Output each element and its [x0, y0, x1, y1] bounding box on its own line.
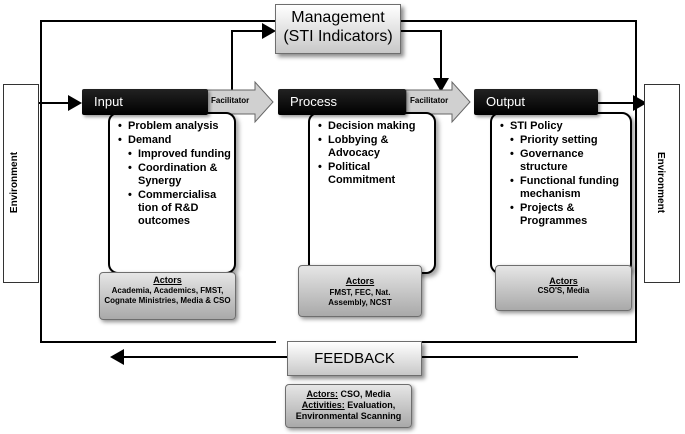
feedback-activities-line: Activities: Evaluation, Environmental Sc… — [286, 400, 411, 422]
environment-left-box: Environment — [3, 84, 39, 283]
facilitator-label-text-2: Facilitator — [410, 96, 449, 105]
output-item: Functional funding mechanism — [510, 175, 630, 201]
input-header: Input — [82, 89, 208, 115]
output-header: Output — [474, 89, 598, 115]
feedback-box: FEEDBACK — [287, 341, 422, 376]
input-to-management-arrow — [231, 23, 276, 94]
feedback-actors-value: CSO, Media — [340, 389, 391, 399]
facilitator-label-2: Facilitator — [406, 90, 456, 114]
input-item: Demand — [118, 134, 234, 147]
output-actors-title: Actors — [549, 276, 578, 286]
output-item: Priority setting — [510, 134, 630, 147]
management-title: Management — [291, 9, 385, 26]
feedback-actors-line: Actors: CSO, Media — [286, 389, 411, 400]
input-actors-title: Actors — [153, 275, 182, 285]
process-item-list: Decision making Lobbying & Advocacy Poli… — [318, 120, 434, 187]
input-actors-box: Actors Academia, Academics, FMST, Cognat… — [99, 272, 236, 320]
management-to-output-arrow — [400, 30, 449, 92]
input-item: Problem analysis — [118, 120, 234, 133]
process-item: Political Commitment — [318, 161, 434, 187]
output-body: STI Policy Priority setting Governance s… — [490, 112, 632, 274]
process-actors-box: Actors FMST, FEC, Nat. Assembly, NCST — [298, 265, 422, 317]
process-body: Decision making Lobbying & Advocacy Poli… — [308, 112, 436, 274]
management-box: Management (STI Indicators) — [275, 4, 401, 54]
process-actors-title: Actors — [345, 276, 375, 286]
environment-right-label: Environment — [655, 151, 667, 214]
process-header-label: Process — [290, 94, 337, 109]
process-item: Decision making — [318, 120, 434, 133]
outer-loop-line — [40, 20, 276, 343]
facilitator-label-text-1: Facilitator — [211, 96, 250, 105]
management-subtitle: (STI Indicators) — [283, 28, 393, 45]
output-item: Governance structure — [510, 148, 630, 174]
outer-loop-line-right — [401, 20, 637, 343]
feedback-actors-box: Actors: CSO, Media Activities: Evaluatio… — [285, 384, 412, 428]
input-item: Commercialisa tion of R&D outcomes — [128, 189, 234, 228]
input-body: Problem analysis Demand Improved funding… — [108, 112, 236, 274]
feedback-activities-label: Activities: — [301, 400, 345, 410]
output-item-list: STI Policy Priority setting Governance s… — [500, 120, 630, 228]
process-actors-text: FMST, FEC, Nat. Assembly, NCST — [328, 288, 392, 307]
input-item: Coordination & Synergy — [128, 162, 234, 188]
process-item: Lobbying & Advocacy — [318, 134, 434, 160]
feedback-activities-value: Evaluation, Environmental Scanning — [295, 400, 402, 421]
feedback-title: FEEDBACK — [314, 350, 395, 367]
environment-right-box: Environment — [644, 84, 680, 283]
output-header-label: Output — [486, 94, 526, 109]
input-item: Improved funding — [128, 148, 234, 161]
feedback-actors-label: Actors: — [306, 389, 338, 399]
output-actors-text: CSO'S, Media — [537, 286, 590, 295]
output-actors-box: Actors CSO'S, Media — [495, 265, 632, 311]
output-item: Projects & Programmes — [510, 202, 630, 228]
facilitator-label-1: Facilitator — [207, 90, 257, 114]
output-item: STI Policy — [500, 120, 630, 133]
input-actors-text: Academia, Academics, FMST, Cognate Minis… — [104, 286, 231, 305]
input-header-label: Input — [94, 94, 123, 109]
input-item-list: Problem analysis Demand Improved funding… — [118, 120, 234, 228]
environment-left-label: Environment — [9, 151, 21, 214]
process-header: Process — [278, 89, 406, 115]
